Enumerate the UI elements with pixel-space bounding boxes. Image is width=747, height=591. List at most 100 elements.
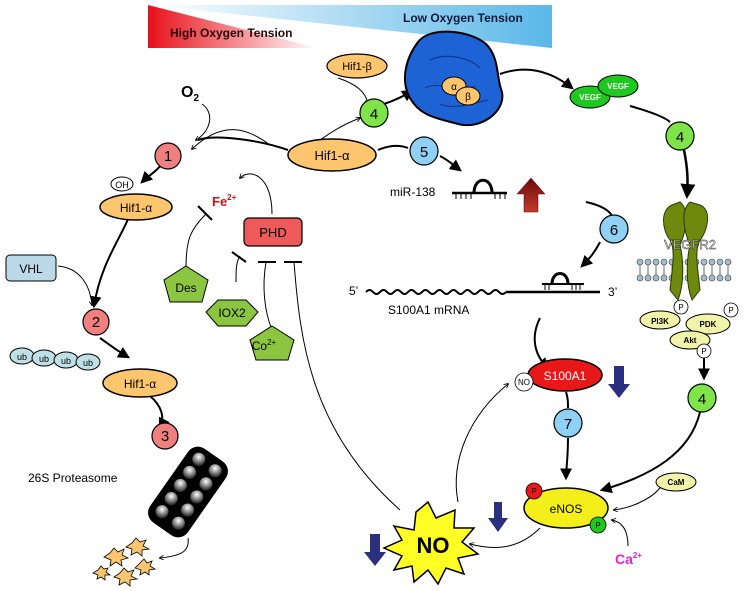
oh-label: OH <box>115 180 129 190</box>
mrna-3prime-label: 3’ <box>608 285 617 299</box>
nuclear-hif1b <box>455 86 481 106</box>
mir138-to-step6-line <box>585 201 613 217</box>
s100a1-to-step7-line <box>565 391 569 409</box>
s100a1-mrna-label: S100A1 mRNA <box>388 303 469 317</box>
step6-to-mrna-arrow <box>580 241 601 268</box>
hif1a-to-step5-line <box>377 144 409 151</box>
vhl-label: VHL <box>19 262 43 276</box>
enos-label: eNOS <box>550 502 583 516</box>
phd-label: PHD <box>259 225 286 240</box>
step-1-label: 1 <box>164 148 172 165</box>
des-inhibits-fe-line <box>185 213 207 269</box>
ub-label-1: ub <box>17 352 27 362</box>
pdk-label: PDK <box>700 320 717 329</box>
vegfr2-label: VEGFR2 <box>664 237 716 252</box>
vegf-label-2: VEGF <box>607 82 629 91</box>
nitric-oxide-burst <box>382 500 480 586</box>
cam-label: CaM <box>668 478 685 487</box>
fe-arrow <box>192 129 271 149</box>
no-big-label: NO <box>417 533 450 558</box>
vegf-molecule-2 <box>597 74 639 98</box>
enos-phosphate-inhibitory <box>525 482 543 500</box>
step-1-marker <box>154 142 182 170</box>
s100a1-down-arrow <box>608 366 630 398</box>
fe-ion-label: Fe2+ <box>212 193 237 209</box>
phd-enzyme <box>243 217 303 247</box>
step-4b-label: 4 <box>676 129 684 146</box>
step-markers <box>82 98 717 450</box>
hif1a-ubiquitinated <box>102 368 178 398</box>
step-4b-marker <box>665 121 695 151</box>
enos-to-no-arrow <box>470 527 541 548</box>
hif1a-oh-label: Hif1-α <box>120 201 152 215</box>
step-7-label: 7 <box>564 416 572 433</box>
hif1a-to-step1-line <box>197 136 289 151</box>
step-2-marker <box>82 308 110 336</box>
des-label: Des <box>175 281 196 295</box>
low-oxygen-label: Low Oxygen Tension <box>403 11 523 25</box>
step-4c-marker <box>687 383 717 413</box>
calmodulin <box>655 472 697 492</box>
enos-p-label-2: P <box>595 521 600 530</box>
step-4c-label: 4 <box>698 391 706 408</box>
akt-protein <box>669 330 711 350</box>
calcium-ion-label: Ca2+ <box>615 551 642 567</box>
hif1a-to-step4-arrow <box>319 118 360 141</box>
no-small-label: NO <box>518 378 530 387</box>
proteasome-label: 26S Proteasome <box>28 471 118 485</box>
step-numbers: 1 2 3 4 4 4 5 6 7 <box>92 106 706 445</box>
no-to-s100a1-arrow <box>455 384 508 503</box>
no-inhibits-phd-line <box>293 261 401 511</box>
phosphate-pdk <box>723 302 739 318</box>
proteasome-to-fragments-arrow <box>160 537 189 558</box>
hif1a-ub-label: Hif1-α <box>124 377 156 391</box>
hif1b <box>326 53 388 79</box>
iox2-inhibits-phd-bar <box>231 251 247 263</box>
pi3k-label: PI3K <box>651 317 669 326</box>
iox2-label: IOX2 <box>218 306 246 320</box>
hif1b-label: Hif1-β <box>342 61 372 73</box>
enos-enzyme <box>523 487 609 529</box>
enos-p-label-1: P <box>531 487 536 496</box>
nucleus: α β <box>403 30 504 127</box>
mrna-5prime-label: 5’ <box>349 284 358 298</box>
step5-to-mir138-arrow <box>439 155 462 172</box>
o2-label: O2 <box>181 84 199 104</box>
beta-label: β <box>465 92 471 103</box>
ub-label-4: ub <box>83 358 93 368</box>
hif1a-oh-to-step2-arrow <box>89 205 133 309</box>
step-3-label: 3 <box>161 428 169 445</box>
hif1a-hydroxylated <box>99 193 173 221</box>
oxygen-gradient-banner: High Oxygen Tension Low Oxygen Tension <box>148 5 552 48</box>
phd-arrow <box>240 174 273 215</box>
nucleus-to-vegf-arrow <box>499 68 574 90</box>
des-inhibits-fe-bar <box>197 205 213 221</box>
ub-label-2: ub <box>39 354 49 364</box>
cam-to-enos-arrow <box>614 487 661 510</box>
phosphate-pi3k <box>673 299 689 315</box>
enos-down-arrow <box>488 502 508 532</box>
ca-to-enos-arrow <box>612 520 629 547</box>
hif1b-to-step4-arrow <box>337 77 368 104</box>
step1-to-hif1a-oh-arrow <box>140 163 163 184</box>
o2-arrow <box>196 103 211 140</box>
ubiquitin-4 <box>75 353 101 371</box>
step-4a-marker <box>359 98 389 128</box>
step-5-marker <box>409 136 439 166</box>
no-down-arrow <box>364 534 386 566</box>
step-4a-label: 4 <box>370 106 378 123</box>
mir138-hairpin <box>452 178 507 199</box>
vegfr2-receptor: VEGFR2 <box>636 201 732 301</box>
enos-phosphate-activating <box>589 516 607 534</box>
step2-to-hif1a-ub-arrow <box>99 337 131 359</box>
hif1a-center-label: Hif1-α <box>315 148 350 163</box>
mir138-label: miR-138 <box>390 185 436 199</box>
cobalt-inhibitor-shape <box>249 325 295 361</box>
high-oxygen-label: High Oxygen Tension <box>170 26 292 40</box>
mir138-up-arrow <box>516 177 546 213</box>
des-inhibitor-shape <box>163 265 209 303</box>
phosphate-label-2: P <box>728 306 733 315</box>
step-3-marker <box>151 422 179 450</box>
phosphate-akt <box>696 343 712 359</box>
